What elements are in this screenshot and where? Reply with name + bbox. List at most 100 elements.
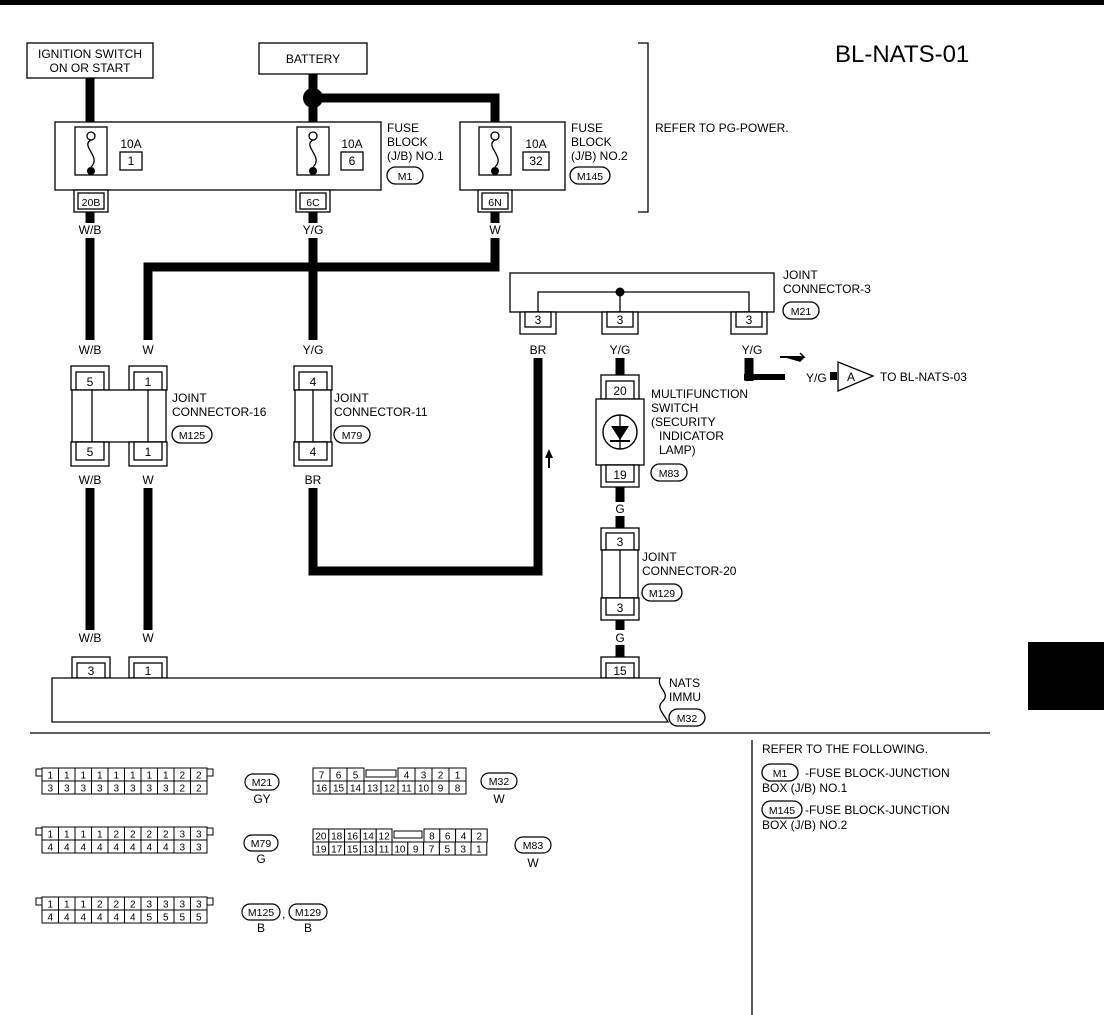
m83-cell-bot [470, 841, 488, 856]
fuse-6-num-box [340, 151, 364, 171]
fuse-block-2-line-3: (J/B) NO.2 [571, 149, 628, 163]
wire-label-yg-4: Y/G [742, 343, 763, 357]
joint-16-line-1: JOINT [172, 391, 207, 405]
nats-pin-3: 3 [71, 656, 111, 679]
fuse-block-1-line-2: BLOCK [387, 135, 428, 149]
svg-text:1: 1 [145, 445, 152, 459]
refer-m1-text-2: BOX (J/B) NO.1 [762, 781, 848, 795]
svg-text:3: 3 [746, 313, 753, 327]
refer-m145-conn: M145 [769, 805, 795, 817]
joint-3-line-2: CONNECTOR-3 [783, 282, 871, 296]
to-ref-text: TO BL-NATS-03 [880, 370, 967, 384]
m21-cell-bot [190, 780, 208, 795]
multi-line-1: MULTIFUNCTION [651, 387, 748, 401]
m21-cell-bot-label: 3 [97, 784, 103, 795]
m83-cell-bot-label: 13 [363, 845, 375, 856]
m21-cell-bot-label: 3 [47, 784, 53, 795]
to-ref-letter: A [847, 370, 855, 384]
wire-label-wb-2: W/B [79, 343, 102, 357]
m32-cell-top-label: 5 [353, 771, 359, 782]
svg-text:3: 3 [88, 664, 95, 678]
m21-cell-bot-label: 3 [113, 784, 119, 795]
multi-conn-pill [650, 463, 688, 482]
m125-cell-bot-label: 4 [97, 913, 103, 924]
svg-text:4: 4 [310, 375, 317, 389]
m83-color: W [527, 856, 539, 870]
m79-cell-bot-label: 3 [196, 843, 202, 854]
m125-cell-top-label: 3 [196, 900, 202, 911]
multi-line-5: LAMP) [659, 443, 696, 457]
m83-cell-bot-label: 17 [331, 845, 343, 856]
m21-cell-top-label: 1 [80, 771, 86, 782]
wires [85, 74, 754, 657]
m83-cell-top-r-label: 8 [429, 832, 435, 843]
m125-cell-bot [190, 909, 208, 924]
wire-label-w-1: W [489, 223, 501, 237]
m125-cell-bot-label: 4 [113, 913, 119, 924]
latch-left [35, 897, 43, 906]
m21-cell-bot-label: 3 [146, 784, 152, 795]
multi-conn: M83 [659, 468, 680, 480]
ref-triangle-icon [837, 361, 875, 392]
m125-cell-top-label: 1 [80, 900, 86, 911]
fuse-6-num: 6 [349, 154, 356, 168]
joint-3-pin-br: 3 [519, 311, 557, 335]
m21-cell-bot-label: 3 [163, 784, 169, 795]
joint-16-conn-pill [171, 425, 213, 444]
m83-cell-bot-label: 7 [429, 845, 435, 856]
latch-right [206, 827, 214, 836]
m83-cell-top-r-label: 6 [445, 832, 451, 843]
fuse-block-1-conn: M1 [398, 171, 413, 183]
m83-cell-bot-label: 5 [445, 845, 451, 856]
ignition-switch-box [26, 42, 154, 79]
m83-cell-top-label: 14 [363, 832, 375, 843]
m125-cell-bot-label: 4 [130, 913, 136, 924]
m21-cell-bot-label: 3 [80, 784, 86, 795]
m21-cell-top-label: 1 [47, 771, 53, 782]
m21-cell-top-label: 2 [196, 771, 202, 782]
fuse-conn-20b: 20B [73, 189, 109, 213]
refer-m1-text-1: -FUSE BLOCK-JUNCTION [805, 766, 950, 780]
wire-label-yg-2: Y/G [303, 343, 324, 357]
fuse-block-2-conn-pill [569, 166, 611, 185]
m83-cell-bot-label: 15 [347, 845, 359, 856]
m125-cell-top-label: 3 [146, 900, 152, 911]
wire-label-yg-1: Y/G [303, 223, 324, 237]
m79-cell-bot-label: 4 [47, 843, 53, 854]
m21-cell-top-label: 1 [113, 771, 119, 782]
m21-color: GY [253, 792, 270, 806]
wire-label-w-2: W [142, 343, 154, 357]
m21-conn-label: M21 [252, 777, 273, 789]
m125-cell-top-label: 2 [130, 900, 136, 911]
m21-cell-bot-label: 2 [196, 784, 202, 795]
m125-cell-bot-label: 5 [146, 913, 152, 924]
multifunction-switch: 20 19 [595, 374, 645, 488]
fuse-6-amp: 10A [341, 137, 362, 151]
joint-16-conn: M125 [179, 430, 205, 442]
m79-conn-label: M79 [251, 838, 272, 850]
m83-cell-top-label: 20 [315, 832, 327, 843]
top-rule [0, 0, 1104, 5]
refer-m1-pill [761, 763, 799, 782]
m32-cell-top-r-label: 4 [404, 771, 410, 782]
m21-cell-top-label: 1 [64, 771, 70, 782]
m129-color: B [304, 921, 312, 935]
m79-cell-bot-label: 4 [113, 843, 119, 854]
m125-cell-top-label: 3 [179, 900, 185, 911]
m79-color: G [256, 852, 265, 866]
m125-cell-bot-label: 5 [179, 913, 185, 924]
m32-cell-bot-label: 10 [418, 784, 430, 795]
nats-immu-box [51, 677, 670, 723]
m79-cell-top-label: 3 [179, 830, 185, 841]
refer-following-title: REFER TO THE FOLLOWING. [762, 742, 928, 756]
refer-bracket [638, 42, 649, 213]
m79-cell-bot [190, 839, 208, 854]
m21-cell-bot-label: 3 [64, 784, 70, 795]
m79-cell-top-label: 2 [130, 830, 136, 841]
fuse-32-num-box [522, 151, 550, 171]
m129-conn-pill [288, 903, 328, 921]
fuse-1-num: 1 [128, 154, 135, 168]
joint-20-conn-pill [641, 583, 683, 602]
m125-sep: , [282, 907, 285, 921]
m125-cell-top-label: 3 [163, 900, 169, 911]
